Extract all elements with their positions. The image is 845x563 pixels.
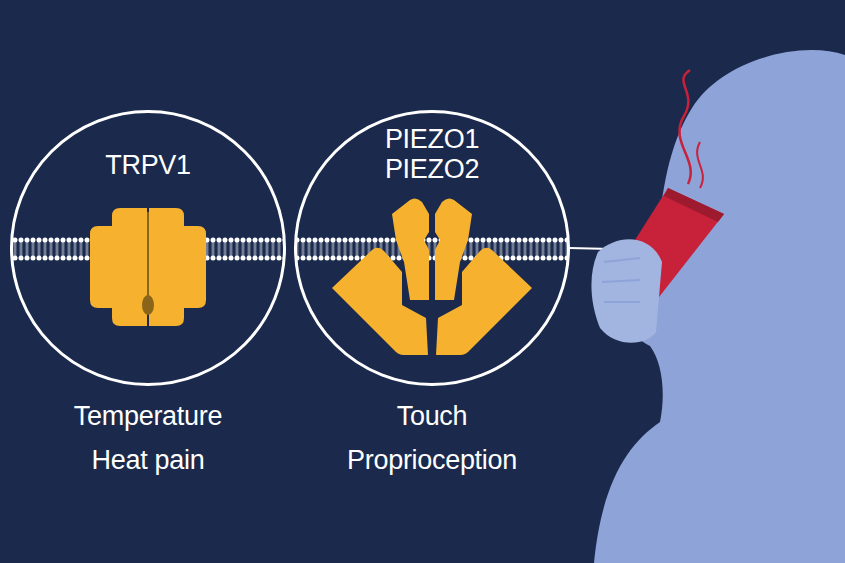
hands — [591, 239, 662, 342]
piezo-channel — [332, 198, 532, 355]
trpv1-channel — [90, 208, 206, 326]
person-silhouette — [591, 50, 845, 563]
membranes — [0, 198, 580, 355]
circle-node: PIEZO1 PIEZO2Touch Proprioception — [294, 110, 570, 386]
channel-name: TRPV1 — [93, 148, 203, 182]
circle-border — [296, 112, 569, 385]
steam — [679, 70, 690, 184]
sense-label: Temperature Heat pain — [43, 394, 253, 482]
circle-node: TRPV1Temperature Heat pain — [10, 110, 286, 386]
sense-label: Touch Proprioception — [327, 394, 537, 482]
channel-name: PIEZO1 PIEZO2 — [372, 124, 492, 184]
steam — [697, 142, 703, 188]
circle-border — [12, 112, 285, 385]
